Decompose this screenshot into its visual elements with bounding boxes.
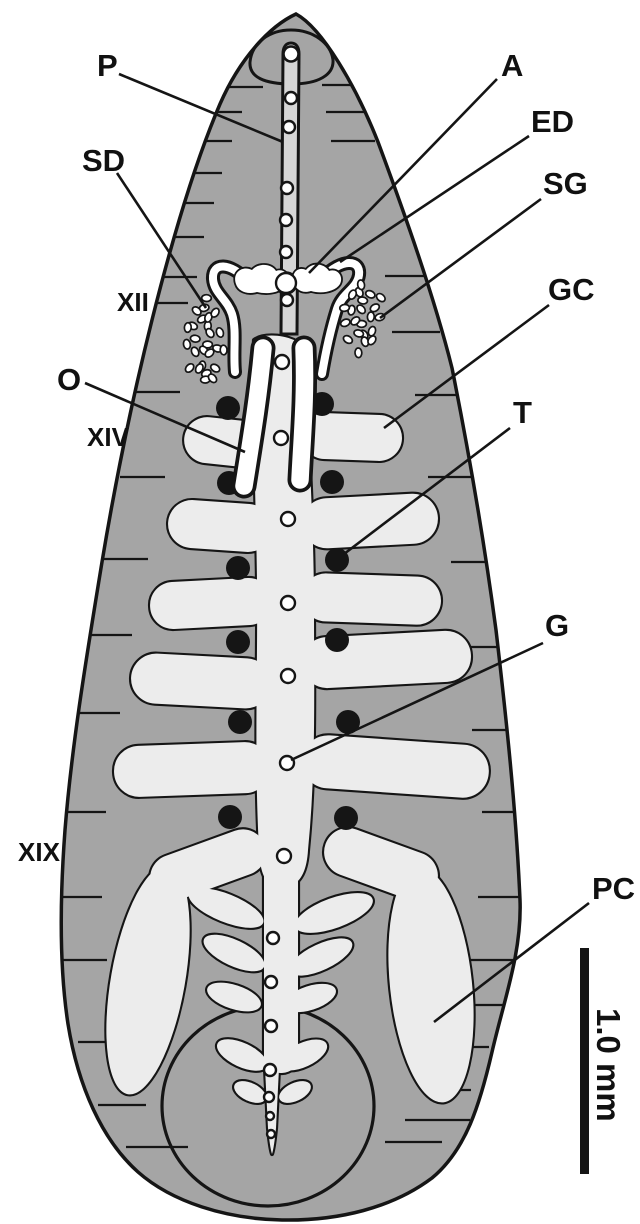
salivary-gland-follicle: [338, 303, 351, 313]
testisac-dot: [218, 805, 242, 829]
ganglion-circle: [264, 1110, 276, 1122]
ganglion-circle: [279, 292, 295, 308]
ganglion-circle: [278, 212, 294, 228]
salivary-gland-follicle: [182, 338, 192, 350]
ganglion-circle: [272, 429, 290, 447]
salivary-gland-follicle: [367, 325, 377, 337]
ganglion-circle: [278, 754, 296, 772]
ganglion-circle: [283, 90, 299, 106]
salivary-gland-follicle: [353, 329, 365, 338]
ganglion-circle: [281, 119, 297, 135]
salivary-gland-follicle: [366, 311, 376, 323]
label-XIX: XIX: [18, 837, 61, 867]
testisac-dot: [226, 630, 250, 654]
leader-line-ED: [339, 134, 530, 264]
label-SD: SD: [82, 143, 125, 178]
ganglion-circle: [262, 1062, 278, 1078]
salivary-gland-follicle: [205, 327, 215, 339]
salivary-gland-follicle: [203, 311, 213, 323]
ganglion-circle: [263, 974, 279, 990]
salivary-gland-follicle: [210, 307, 220, 318]
salivary-gland-clusters: [182, 279, 386, 384]
label-ED: ED: [531, 104, 574, 139]
leader-line-T: [343, 426, 511, 556]
salivary-gland-follicle: [350, 316, 361, 326]
salivary-gland-follicle: [364, 289, 376, 299]
anterior-sucker-outline: [248, 28, 335, 86]
leader-line-PC: [433, 901, 590, 1024]
salivary-gland-follicle: [207, 373, 218, 384]
ganglion-circle: [279, 594, 297, 612]
testisac-dot: [325, 628, 349, 652]
salivary-gland-follicle: [356, 304, 367, 315]
testisac-dot: [216, 396, 240, 420]
scale-bar-label: 1.0 mm: [590, 1008, 627, 1122]
ganglion-circle: [265, 930, 281, 946]
salivary-gland-follicle: [375, 292, 386, 303]
label-G: G: [545, 608, 569, 643]
ganglion-circle: [279, 180, 295, 196]
salivary-gland-follicle: [190, 346, 200, 358]
salivary-gland-follicle: [200, 293, 213, 303]
testisac-dot: [325, 548, 349, 572]
salivary-gland-follicle: [215, 326, 225, 339]
salivary-gland-follicle: [356, 279, 366, 291]
label-XII: XII: [117, 287, 149, 317]
testisac-dot: [336, 710, 360, 734]
salivary-gland-follicle: [367, 335, 377, 346]
salivary-gland-follicle: [339, 318, 351, 328]
ganglion-circle: [262, 1090, 276, 1104]
ganglion-circle: [273, 353, 291, 371]
label-GC: GC: [548, 272, 595, 307]
ganglion-circle: [279, 510, 297, 528]
label-PC: PC: [592, 871, 635, 906]
salivary-gland-follicle: [342, 334, 354, 345]
scale-bar-line: [580, 948, 589, 1174]
leader-lines: [84, 72, 590, 1024]
label-SG: SG: [543, 166, 588, 201]
testisac-dot: [320, 470, 344, 494]
testisac-dot: [228, 710, 252, 734]
labels: P SD AED SG GC O T G PC XII XIV XIX: [18, 48, 635, 906]
leader-line-SD: [115, 172, 208, 309]
ganglion-circle: [274, 271, 298, 295]
testisac-dot: [226, 556, 250, 580]
proboscis-tip-pore: [282, 45, 300, 63]
salivary-gland-follicle: [194, 363, 204, 374]
label-T: T: [513, 395, 532, 430]
leader-line-SG: [379, 197, 542, 320]
salivary-gland-follicle: [184, 362, 195, 374]
salivary-gland-follicle: [219, 344, 228, 356]
ganglion-circle: [279, 667, 297, 685]
label-O: O: [57, 362, 81, 397]
leader-line-A: [308, 78, 498, 274]
label-A: A: [501, 48, 523, 83]
ganglion-circle: [278, 244, 294, 260]
leader-line-GC: [383, 303, 550, 430]
salivary-gland-follicle: [189, 334, 201, 343]
salivary-gland-follicle: [347, 289, 358, 300]
salivary-gland-follicle: [357, 296, 369, 305]
salivary-gland-follicle: [354, 347, 363, 359]
testisac-dot: [334, 806, 358, 830]
label-P: P: [97, 48, 118, 83]
ganglion-circle: [265, 1128, 277, 1140]
ganglion-circle: [275, 847, 293, 865]
scale-bar: 1.0 mm: [580, 948, 627, 1174]
salivary-gland-follicle: [191, 306, 202, 316]
salivary-gland-follicle: [209, 363, 221, 373]
leader-line-G: [290, 641, 544, 762]
salivary-gland-follicle: [369, 303, 381, 313]
salivary-gland-follicle: [183, 321, 193, 334]
ganglia-chain: [262, 90, 299, 1140]
leader-line-P: [118, 72, 284, 144]
leader-line-O: [84, 381, 246, 454]
label-XIV: XIV: [87, 422, 130, 452]
ganglion-circle: [263, 1018, 279, 1034]
